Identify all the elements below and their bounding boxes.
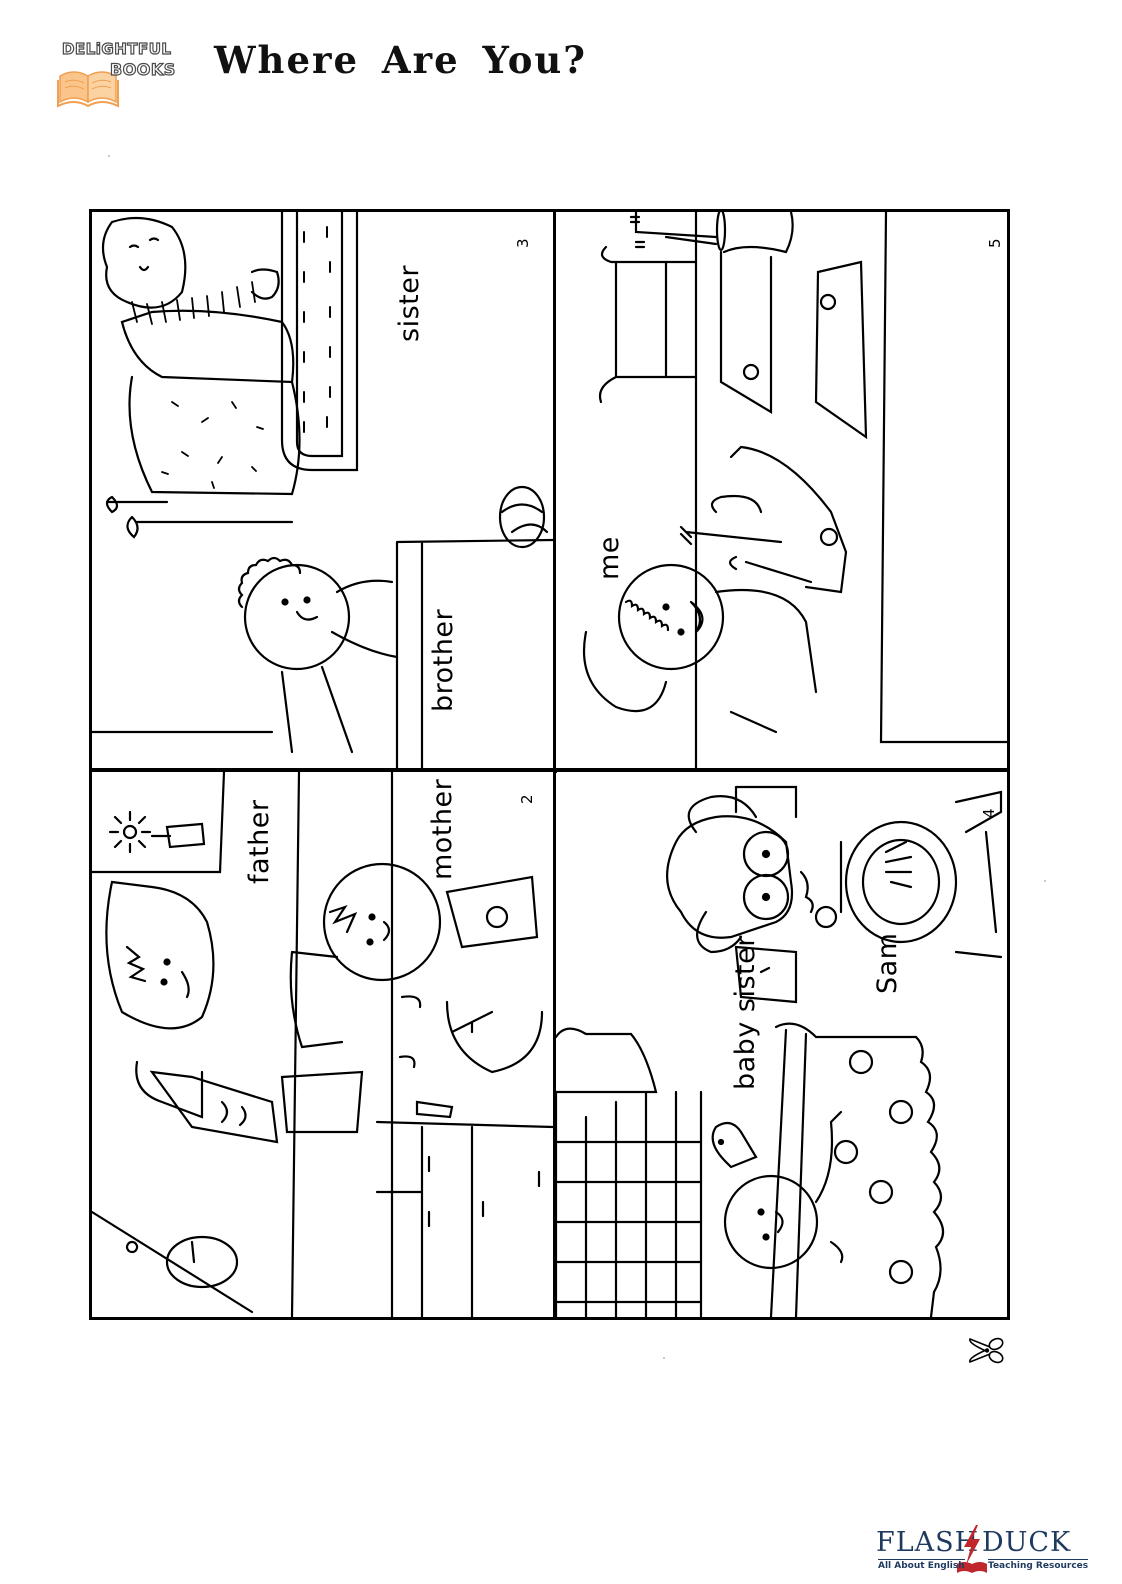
panel-number: 2 xyxy=(518,794,536,804)
label-me: me xyxy=(594,536,625,580)
scissors-icon xyxy=(969,1337,1004,1364)
label-baby-sister: baby sister xyxy=(730,935,761,1090)
flash-duck-logo: FLASH DUCK All About English Teaching Re… xyxy=(870,1525,1089,1579)
page-title: Where Are You? xyxy=(214,38,587,82)
kitchen-illustration xyxy=(92,772,553,1317)
label-mother: mother xyxy=(427,778,458,880)
label-father: father xyxy=(244,799,275,884)
dining-illustration xyxy=(582,212,1007,768)
panel-5: me 5 xyxy=(556,212,1007,768)
scan-speck xyxy=(1044,880,1046,882)
open-book-icon xyxy=(57,71,119,108)
label-sam: Sam xyxy=(872,932,903,995)
bedroom-illustration xyxy=(92,212,553,768)
living-room-illustration xyxy=(556,772,1003,1317)
logo-tagline-left: All About English xyxy=(878,1559,965,1571)
brand-name-line2: BOOKS xyxy=(109,59,176,79)
lightning-bolt-icon xyxy=(964,1525,980,1565)
logo-tagline-right: Teaching Resources xyxy=(988,1559,1089,1571)
book-icon xyxy=(957,1562,987,1573)
worksheet-grid: sister brother 3 xyxy=(89,209,1010,1320)
scan-speck xyxy=(108,155,110,157)
scan-speck xyxy=(663,1357,665,1359)
panel-number: 3 xyxy=(514,238,532,248)
vertical-divider xyxy=(553,212,556,1317)
panel-4: baby sister Sam 4 xyxy=(556,772,1007,1317)
logo-word-duck: DUCK xyxy=(982,1527,1072,1558)
label-sister: sister xyxy=(394,265,425,342)
horizontal-divider xyxy=(92,768,1007,772)
logo-word-flash: FLASH xyxy=(876,1527,980,1558)
panel-2: father mother 2 xyxy=(92,772,553,1317)
panel-number: 5 xyxy=(986,238,1004,248)
brand-name-line1: DELiGHTFUL xyxy=(61,39,172,58)
panel-3: sister brother 3 xyxy=(92,212,553,768)
label-brother: brother xyxy=(428,608,459,712)
panel-number: 4 xyxy=(980,808,998,818)
delightful-books-logo: DELiGHTFUL BOOKS xyxy=(52,38,202,110)
